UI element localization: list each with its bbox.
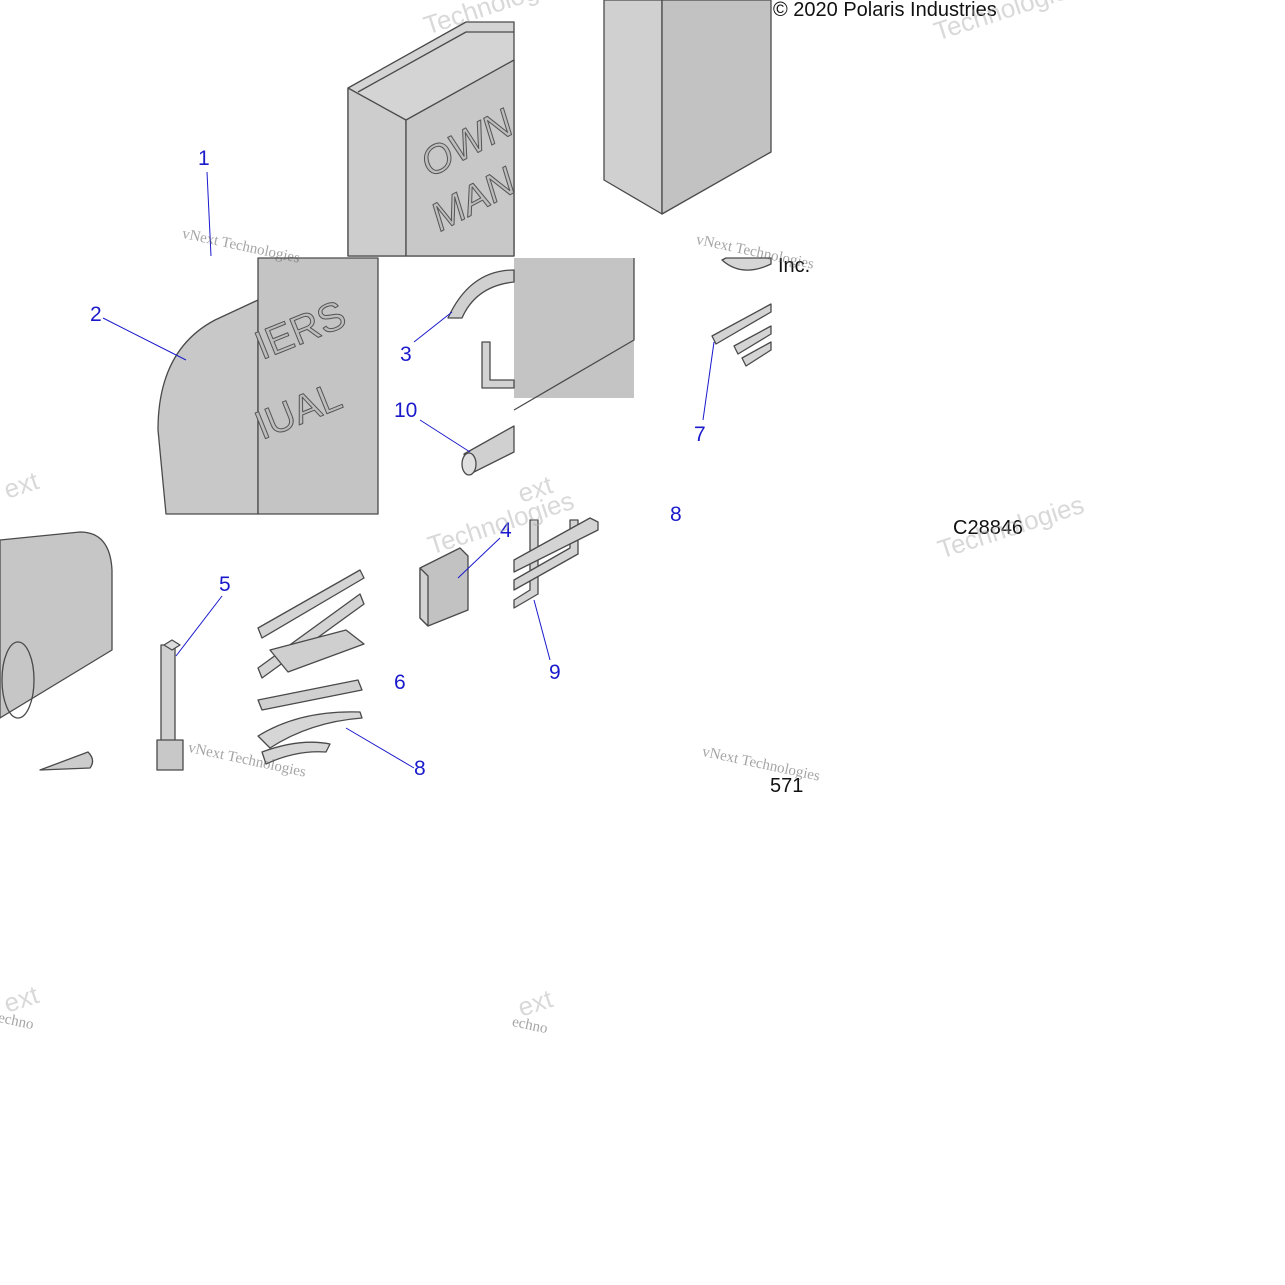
pliers: [257, 711, 363, 765]
copyright-fragment: Inc.: [778, 255, 811, 277]
callout-6: 6: [394, 671, 406, 694]
manual-cover-panel: IERS IUAL: [157, 257, 379, 515]
owners-manual-box: OWN MAN: [347, 21, 523, 257]
callout-8-fragment: 8: [670, 503, 682, 526]
screwdriver-bits: [257, 569, 365, 711]
manual-back-panel: [513, 258, 635, 411]
callout-8: 8: [414, 757, 426, 780]
callout-3: 3: [400, 343, 412, 366]
callout-leaders: [102, 171, 715, 769]
drawing-code: C28846: [953, 517, 1024, 539]
hook-wrench: [447, 269, 515, 389]
callout-4: 4: [500, 519, 512, 542]
callout-9: 9: [549, 661, 561, 684]
callout-1: 1: [198, 147, 210, 170]
page-number-fragment: 571: [770, 775, 804, 797]
spark-plug-tool: [156, 639, 184, 771]
callout-10: 10: [394, 399, 418, 422]
manual-box-side: [603, 0, 772, 215]
tube-pin: [461, 425, 515, 476]
callout-7: 7: [694, 423, 706, 446]
callout-2: 2: [90, 303, 102, 326]
allen-wrenches: [513, 517, 599, 609]
callout-5: 5: [219, 573, 231, 596]
tool-pouch: [0, 531, 113, 771]
hex-key-set: [711, 257, 772, 367]
spare-block: [419, 547, 469, 627]
copyright-notice: © 2020 Polaris Industries: [773, 0, 997, 21]
